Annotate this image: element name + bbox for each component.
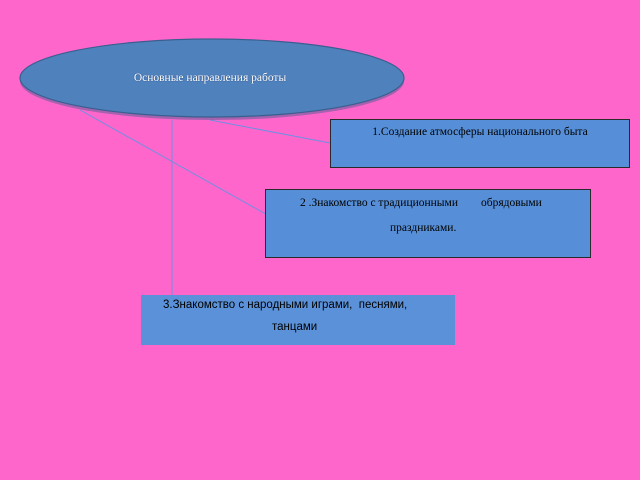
connector-to-item-2: [79, 109, 297, 232]
item-2-text-line-2: праздниками.: [390, 222, 457, 234]
center-label: Основные направления работы: [133, 72, 287, 84]
item-box-1: 1.Создание атмосферы национального быта: [330, 119, 630, 168]
connector-to-item-1: [209, 119, 331, 144]
item-1-text: 1.Создание атмосферы национального быта: [372, 126, 588, 138]
item-2-text-line-1: 2 .Знакомство с традиционными обрядовыми: [300, 197, 542, 209]
center-ellipse: [19, 38, 405, 118]
item-3-text-line-2: танцами: [272, 321, 318, 333]
item-3-text-line-1: 3.Знакомство с народными играми, песнями…: [163, 299, 408, 311]
item-box-2: 2 .Знакомство с традиционными обрядовыми…: [265, 189, 591, 258]
item-box-3: 3.Знакомство с народными играми, песнями…: [141, 295, 455, 345]
